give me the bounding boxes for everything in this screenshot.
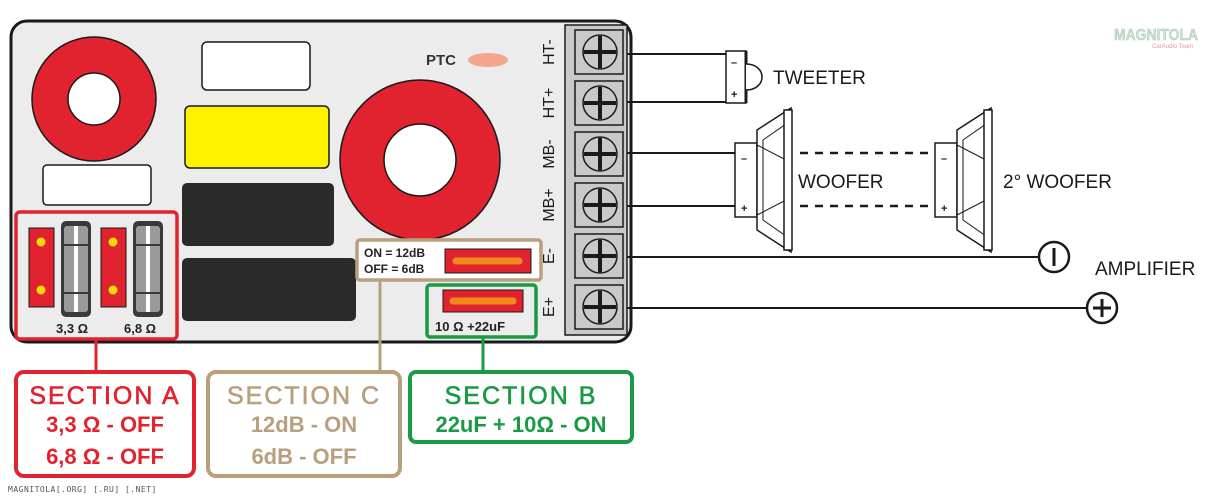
svg-text:–: – [741,153,747,165]
svg-text:–: – [731,57,737,69]
section-c-jumper [444,248,532,274]
svg-text:+: + [941,203,947,215]
toroid-coil-center [339,79,501,241]
terminal-screw-htminus: HT- [541,29,624,75]
section-a-jumper-2 [100,227,127,308]
amplifier-plus-icon [1085,291,1119,325]
terminal-screw-eplus: E+ [541,284,624,330]
section-a-box: SECTION A 3,3 Ω - OFF 6,8 Ω - OFF [14,370,196,478]
black-capacitor-1 [182,183,334,246]
fuse-resistor-1 [61,221,91,317]
fuse-resistor-2 [133,221,163,317]
section-b-title: SECTION B [445,382,598,410]
woofer-2-label: 2° WOOFER [1003,172,1112,193]
tweeter-icon: – + [725,50,763,104]
terminal-label: HT+ [541,88,558,119]
woofer-2-icon: – + [934,106,993,254]
section-b-jumper-label: 10 Ω +22uF [435,319,505,334]
terminal-label: E- [541,248,558,264]
terminal-label: HT- [541,39,558,65]
brand-logo-text: MAGNITOLA [1114,27,1198,44]
section-a-jumper-1 [28,227,55,308]
section-c-jumper-line-1: ON = 12dB [364,246,425,260]
amplifier-label: AMPLIFIER [1095,259,1195,280]
white-component-left [42,164,152,206]
section-a-line-2: 6,8 Ω - OFF [46,444,164,469]
section-b-line-1: 22uF + 10Ω - ON [435,412,606,437]
section-b-jumper [442,289,524,313]
terminal-screw-eminus: E- [541,233,624,279]
woofer-icon: – + [734,106,793,254]
fuse-value-2: 6,8 Ω [124,321,156,336]
terminal-label: E+ [541,297,558,317]
terminal-screw-mbminus: MB- [541,131,624,177]
terminal-label: MB+ [541,188,558,221]
brand-logo: MAGNITOLA CarAudio Team [1114,27,1199,50]
terminal-label: MB- [541,139,558,168]
fuse-value-1: 3,3 Ω [56,321,88,336]
terminal-block [564,24,628,336]
tweeter-label: TWEETER [773,68,866,89]
toroid-coil-left [31,36,157,162]
svg-text:+: + [741,203,747,215]
section-c-title: SECTION C [227,382,381,410]
section-c-jumper-line-2: OFF = 6dB [364,262,425,276]
terminal-screw-mbplus: MB+ [541,182,624,228]
svg-text:+: + [731,89,737,101]
brand-logo-sub: CarAudio Team [1152,44,1193,50]
white-component-top [201,41,311,91]
amplifier-minus-icon [1037,240,1071,274]
section-c-box: SECTION C 12dB - ON 6dB - OFF [206,370,402,478]
woofer-label: WOOFER [798,172,884,193]
footer-watermark: MAGNITOLA[.ORG] [.RU] [.NET] [8,485,157,494]
section-c-line-2: 6dB - OFF [251,444,356,469]
ptc-label: PTC [426,52,456,69]
black-capacitor-2 [182,258,356,321]
yellow-capacitor [184,105,330,169]
svg-text:–: – [941,153,947,165]
section-a-title: SECTION A [29,382,180,410]
ptc-component [468,53,508,67]
section-b-box: SECTION B 22uF + 10Ω - ON [408,370,634,444]
section-c-line-1: 12dB - ON [251,412,357,437]
section-a-line-1: 3,3 Ω - OFF [46,412,164,437]
terminal-screw-htplus: HT+ [541,80,624,126]
